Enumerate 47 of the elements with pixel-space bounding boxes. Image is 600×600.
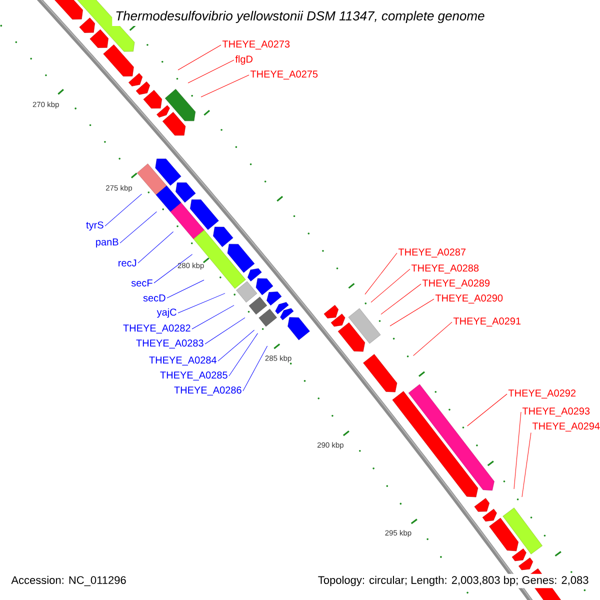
gene-label: THEYE_A0275 [250, 70, 318, 80]
gene-label: THEYE_A0289 [422, 280, 490, 288]
gene-label: THEYE_A0294 [532, 422, 600, 432]
gene-label: THEYE_A0293 [522, 408, 590, 416]
gene-label: THEYE_A0287 [398, 248, 466, 258]
gene-label: THEYE_A0282 [123, 324, 190, 334]
gene-label: THEYE_A0285 [160, 372, 228, 380]
gene-label: flgD [235, 55, 252, 65]
leader-line [204, 317, 246, 344]
leader-line [413, 322, 452, 356]
leader-line [364, 252, 398, 295]
gene-label: THEYE_A0286 [174, 386, 242, 396]
gene-label: yajC [156, 308, 176, 318]
gene-label: THEYE_A0291 [453, 318, 521, 326]
title: Thermodesulfovibrio yellowstonii DSM 11347, complete genome [112, 8, 488, 26]
footer-text: Accession: NC_011296 [9, 574, 128, 588]
leader-line [104, 194, 142, 226]
gene-label: THEYE_A0284 [149, 356, 216, 366]
leader-line [390, 298, 434, 326]
gene-label: THEYE_A0288 [411, 264, 479, 274]
gene-label: THEYE_A0292 [508, 390, 576, 398]
gene-label: panB [96, 238, 118, 248]
gene-label: THEYE_A0273 [222, 40, 290, 50]
leader-line [138, 231, 174, 264]
gene-label: tyrS [86, 221, 104, 231]
footer-text: Topology: circular; Length: 2,003,803 bp; Genes: 2,083 [316, 574, 591, 588]
leader-line [242, 346, 268, 392]
leader-line [514, 412, 522, 490]
leader-line [154, 254, 193, 284]
gene-label: secF [131, 280, 152, 286]
leader-line [522, 432, 532, 498]
leader-line [120, 211, 157, 244]
leader-line [218, 330, 255, 362]
leader-line [370, 268, 410, 303]
leader-line [228, 333, 258, 376]
leader-line [200, 74, 250, 98]
leader-line [192, 305, 234, 330]
leader-line [380, 284, 422, 315]
gene-label: recJ [118, 260, 136, 266]
gene-label: secD [143, 294, 166, 302]
gene-label: THEYE_A0290 [435, 294, 503, 304]
leader-line [166, 280, 204, 298]
leader-line [188, 60, 234, 84]
leader-line [467, 394, 508, 426]
gene-label: THEYE_A0283 [136, 340, 204, 348]
leader-line [178, 293, 226, 314]
leader-line [178, 44, 222, 70]
